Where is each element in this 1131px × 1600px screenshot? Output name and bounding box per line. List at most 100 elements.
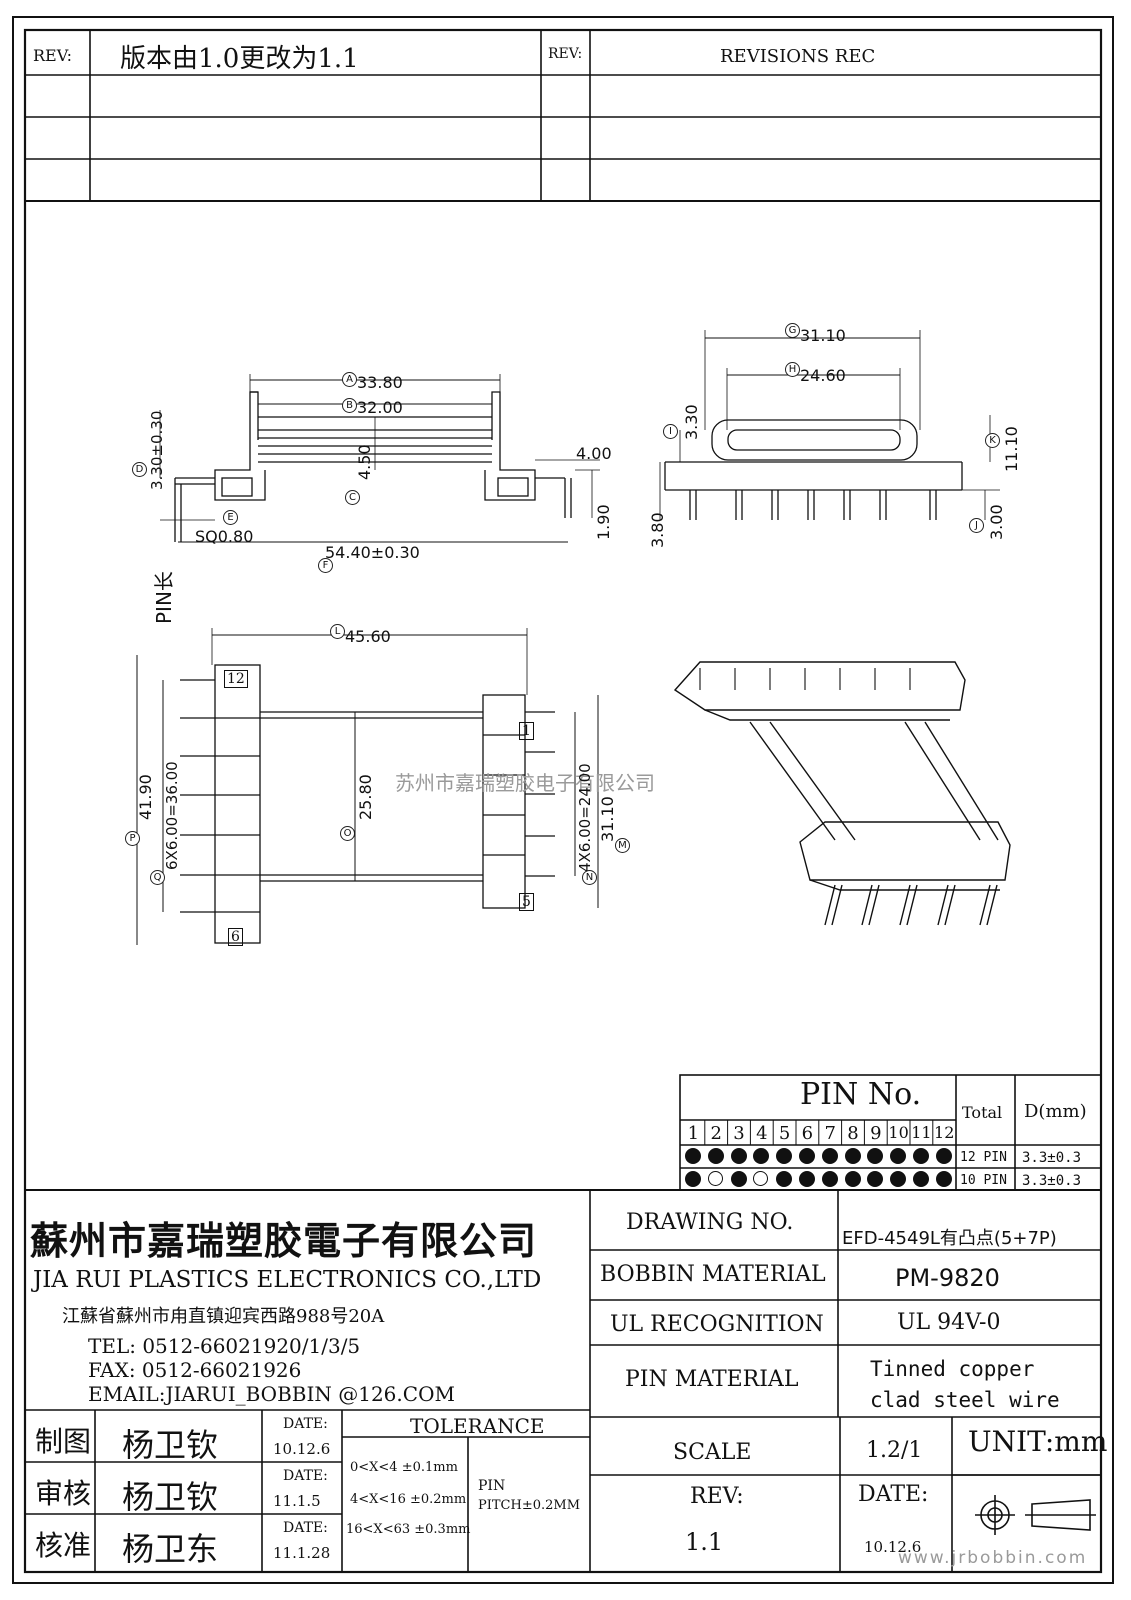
pin-number-12: 12 xyxy=(224,670,248,688)
pin-dot-row2-pin5 xyxy=(776,1171,793,1187)
dim-side-4-00: 4.00 xyxy=(576,444,612,463)
dim-d: 3.30±0.30 xyxy=(148,410,166,490)
signoff-role-drawn: 制图 xyxy=(35,1425,92,1458)
dim-b: 32.00 xyxy=(357,398,403,417)
company-name-cn: 蘇州市嘉瑞塑胶電子有限公司 xyxy=(30,1218,538,1263)
pin-row-1-total: 12 PIN xyxy=(960,1150,1007,1165)
pin-dot-row1-pin5 xyxy=(776,1148,793,1164)
dim-g: 31.10 xyxy=(800,326,846,345)
pin-column-4: 4 xyxy=(756,1123,768,1144)
revisions-header: REVISIONS REC xyxy=(720,46,876,67)
pin-row-2-d: 3.3±0.3 xyxy=(1022,1173,1082,1189)
company-address: 江蘇省蘇州市甪直镇迎宾西路988号20A xyxy=(62,1306,385,1327)
pin-dot-row2-pin6 xyxy=(799,1171,815,1187)
pin-length-label: PIN长 xyxy=(152,571,176,624)
title-block-grid xyxy=(25,1074,1102,1572)
date-value: 10.12.6 xyxy=(864,1538,922,1556)
dim-marker-e: E xyxy=(223,510,238,525)
ul-recognition-label: UL RECOGNITION xyxy=(610,1312,824,1337)
pin-column-11: 11 xyxy=(911,1123,932,1142)
pin-table-title: PIN No. xyxy=(800,1077,922,1112)
dim-marker-n: N xyxy=(582,870,597,885)
dim-marker-l: L xyxy=(330,624,345,639)
pin-table-d-header: D(mm) xyxy=(1024,1101,1087,1122)
dim-marker-k: K xyxy=(985,433,1000,448)
dim-marker-q: Q xyxy=(150,870,165,885)
pin-dot-row1-pin9 xyxy=(867,1148,884,1164)
pin-dot-row1-pin12 xyxy=(935,1148,952,1164)
pin-column-12: 12 xyxy=(934,1123,955,1142)
dim-marker-c: C xyxy=(345,490,360,505)
dim-side-3-80: 3.80 xyxy=(648,512,667,548)
dim-a: 33.80 xyxy=(357,373,403,392)
isometric-view xyxy=(673,661,1011,926)
pin-dot-row2-pin8 xyxy=(844,1171,861,1187)
dim-l: 45.60 xyxy=(345,627,391,646)
pin-material-label: PIN MATERIAL xyxy=(625,1367,799,1392)
pin-dot-row1-pin2 xyxy=(707,1148,724,1164)
dim-marker-g: G xyxy=(785,323,800,338)
scale-label: SCALE xyxy=(673,1440,752,1465)
dim-marker-j: J xyxy=(969,518,984,533)
end-view xyxy=(659,330,1000,520)
pin-dot-row1-pin7 xyxy=(821,1148,838,1164)
dim-h: 24.60 xyxy=(800,366,846,385)
signoff-date-label-checked: DATE: xyxy=(283,1468,328,1484)
dim-o: 25.80 xyxy=(356,774,375,820)
signoff-name-checked: 杨卫钦 xyxy=(122,1478,219,1516)
rev-label: REV: xyxy=(690,1484,744,1509)
tolerance-pin-label: PIN xyxy=(478,1478,506,1494)
dim-e: SQ0.80 xyxy=(195,527,254,546)
dim-p: 41.90 xyxy=(136,774,155,820)
pin-table-total-header: Total xyxy=(962,1103,1003,1122)
rev-label-right: REV: xyxy=(548,46,583,62)
rev-value: 1.1 xyxy=(685,1528,724,1556)
pin-column-7: 7 xyxy=(824,1123,836,1144)
pin-dot-row2-pin2 xyxy=(707,1171,723,1186)
rev-change-note: 版本由1.0更改为1.1 xyxy=(120,44,359,74)
unit-label: UNIT:mm xyxy=(968,1425,1108,1458)
dim-marker-p: P xyxy=(125,831,140,846)
tolerance-pin-pitch: PITCH±0.2MM xyxy=(478,1498,581,1513)
signoff-role-approved: 核准 xyxy=(35,1529,92,1562)
bobbin-material-value: PM-9820 xyxy=(895,1264,1000,1292)
pin-dot-row1-pin10 xyxy=(890,1148,907,1164)
company-tel: TEL: 0512-66021920/1/3/5 xyxy=(88,1334,361,1358)
signoff-role-checked: 审核 xyxy=(35,1477,92,1510)
dim-i: 3.30 xyxy=(682,404,701,440)
drawing-no-label: DRAWING NO. xyxy=(626,1210,794,1235)
pin-column-1: 1 xyxy=(687,1123,700,1144)
signoff-date-label-approved: DATE: xyxy=(283,1520,328,1536)
outer-border xyxy=(12,16,1114,1584)
signoff-date-label-drawn: DATE: xyxy=(283,1416,328,1432)
dim-n: 4X6.00=24.00 xyxy=(576,763,594,872)
date-label: DATE: xyxy=(858,1482,929,1507)
signoff-date-approved: 11.1.28 xyxy=(273,1544,331,1562)
ul-recognition-value: UL 94V-0 xyxy=(897,1310,1001,1335)
pin-column-5: 5 xyxy=(778,1123,791,1144)
pin-material-value-1: Tinned copper xyxy=(870,1357,1035,1381)
pin-dot-row1-pin8 xyxy=(844,1148,861,1164)
tolerance-line-2: 4<X<16 ±0.2mm xyxy=(350,1492,467,1507)
company-fax: FAX: 0512-66021926 xyxy=(88,1358,302,1382)
dim-f: 54.40±0.30 xyxy=(325,543,420,562)
pin-row-2-total: 10 PIN xyxy=(960,1173,1007,1188)
dim-marker-b: B xyxy=(342,398,357,413)
inner-border xyxy=(23,28,1103,1574)
pin-dot-row1-pin4 xyxy=(753,1148,770,1164)
dim-side-1-90: 1.90 xyxy=(594,504,613,540)
dim-c: 4.50 xyxy=(355,444,374,480)
pin-number-1: 1 xyxy=(519,722,534,740)
projection-symbol xyxy=(975,1495,1096,1535)
signoff-date-drawn: 10.12.6 xyxy=(273,1440,331,1458)
pin-dot-row2-pin4 xyxy=(753,1171,769,1186)
tolerance-line-3: 16<X<63 ±0.3mm xyxy=(346,1522,471,1537)
tolerance-title: TOLERANCE xyxy=(410,1414,545,1438)
dim-marker-d: D xyxy=(132,462,147,477)
watermark-url: www.jrbobbin.com xyxy=(898,1548,1088,1568)
pin-dot-row2-pin9 xyxy=(867,1171,884,1187)
tolerance-line-1: 0<X<4 ±0.1mm xyxy=(350,1460,458,1475)
dim-marker-m: M xyxy=(615,838,630,853)
signoff-date-checked: 11.1.5 xyxy=(273,1492,321,1510)
